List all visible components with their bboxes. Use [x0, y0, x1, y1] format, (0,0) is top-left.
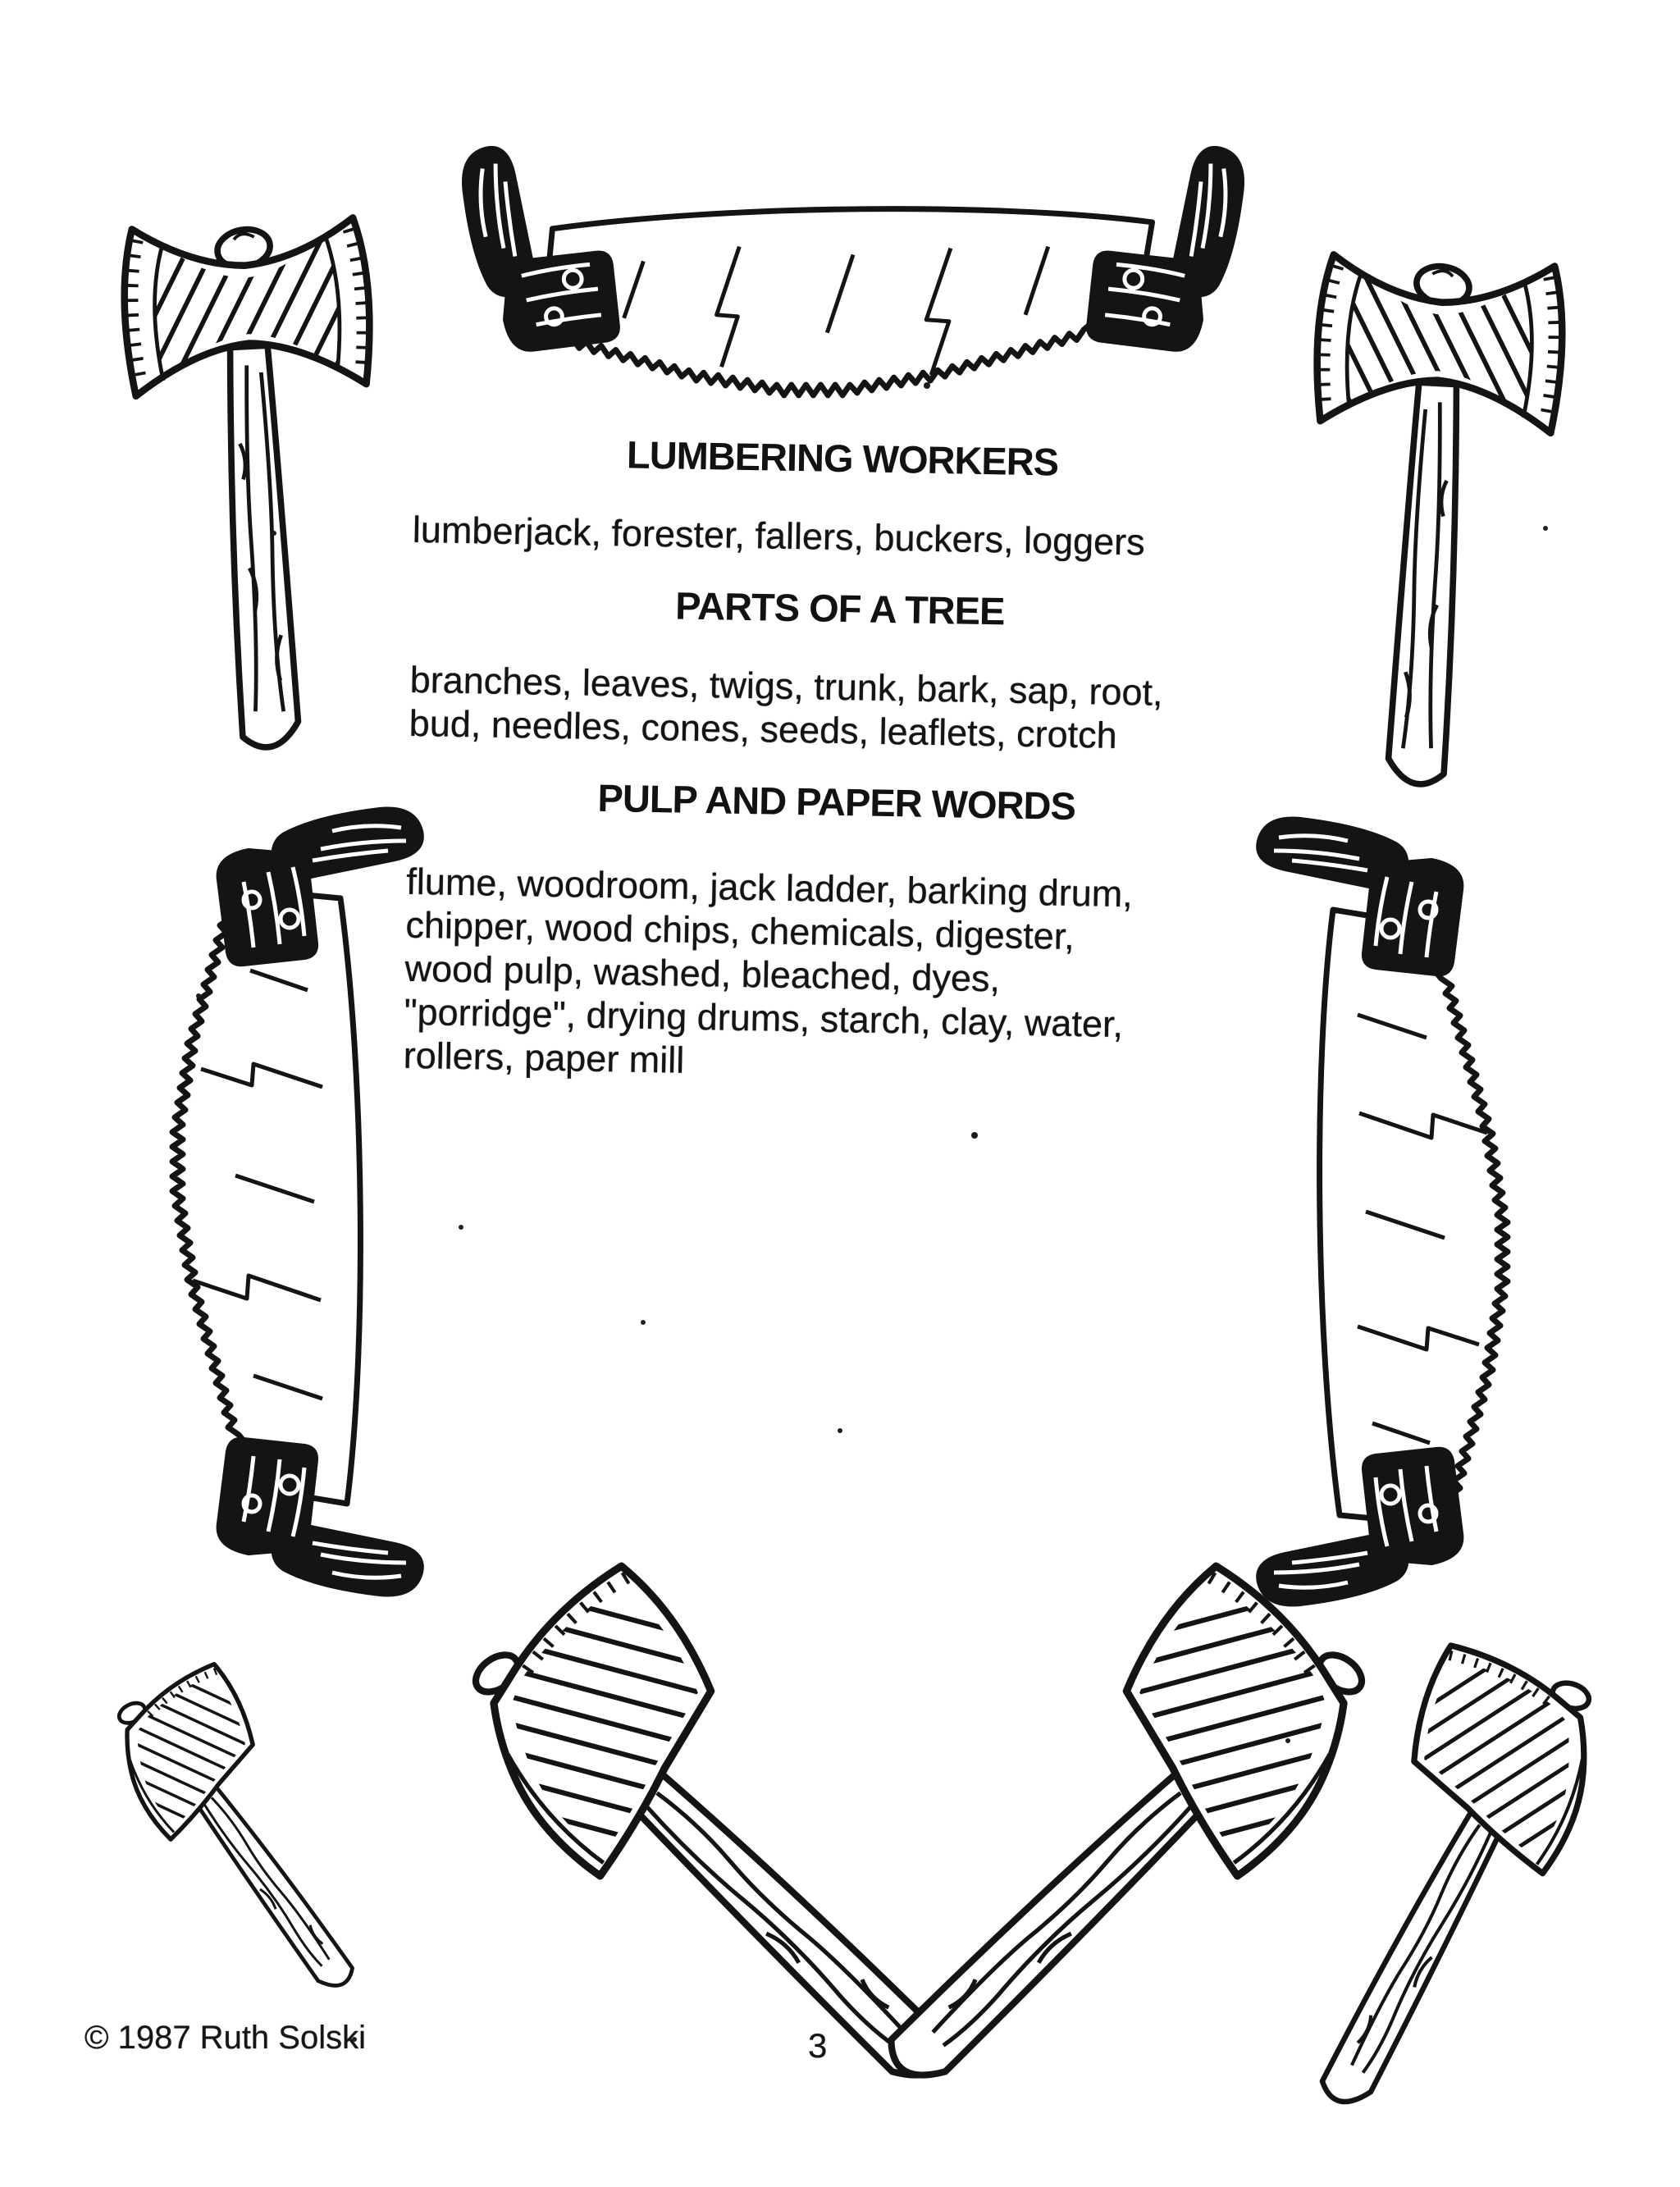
section-lumbering-workers: LUMBERING WORKERS lumberjack, forester, … — [412, 429, 1271, 566]
hatchet-illustration-bottom-left — [59, 1600, 460, 2045]
double-bit-axe-illustration-top-left — [82, 124, 427, 778]
scan-speckles — [0, 0, 3, 3]
double-bit-axe-illustration-top-right — [1260, 161, 1605, 815]
word-list-line: lumberjack, forester, fallers, buckers, … — [412, 508, 1146, 564]
crosscut-saw-illustration-top — [414, 125, 1292, 474]
page-number: 3 — [808, 2026, 828, 2065]
crosscut-saw-illustration-right — [1235, 769, 1587, 1655]
section-parts-of-a-tree: PARTS OF A TREE branches, leaves, twigs,… — [409, 579, 1268, 760]
section-heading: PARTS OF A TREE — [674, 583, 1005, 633]
section-heading: PULP AND PAPER WORDS — [597, 775, 1076, 829]
crosscut-saw-illustration-left — [93, 759, 445, 1645]
word-lists: LUMBERING WORKERS lumberjack, forester, … — [403, 429, 1271, 1120]
section-pulp-and-paper-words: PULP AND PAPER WORDS flume, woodroom, ja… — [403, 773, 1265, 1092]
copyright-notice: © 1987 Ruth Solski — [84, 2020, 366, 2056]
